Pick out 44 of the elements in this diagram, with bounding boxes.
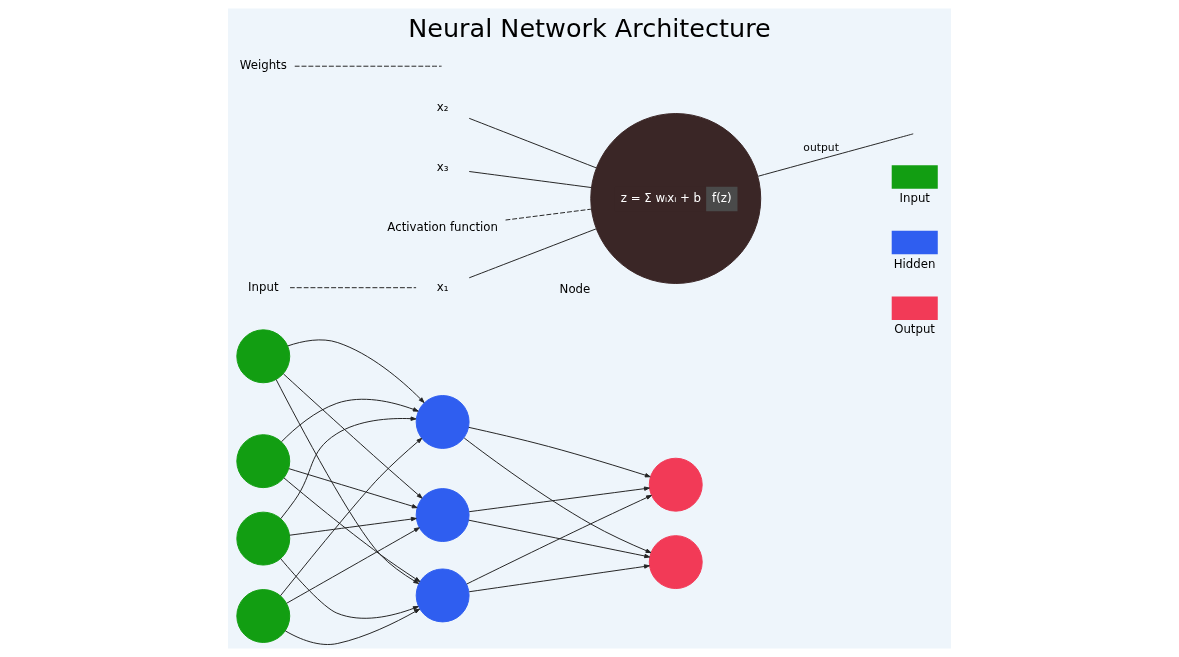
arrow xyxy=(468,486,650,513)
arrow xyxy=(289,516,417,536)
node-circle xyxy=(648,535,703,590)
node-circle xyxy=(648,457,703,512)
arrow xyxy=(284,608,421,645)
arrow xyxy=(466,494,652,585)
node-circle: z = Σ wᵢxᵢ + b f(z) xyxy=(590,113,762,284)
node-circle xyxy=(236,589,291,643)
arrow xyxy=(463,437,652,554)
connector xyxy=(468,171,592,188)
connector xyxy=(289,287,417,289)
arrow xyxy=(287,339,425,403)
node-text: x₂ xyxy=(436,100,449,115)
arrow xyxy=(281,398,419,443)
arrow xyxy=(468,519,651,559)
node-text: Weights xyxy=(239,58,287,73)
edge-label: output xyxy=(803,141,839,155)
connector xyxy=(468,228,597,279)
arrow xyxy=(283,477,421,583)
arrow xyxy=(280,558,419,619)
connector xyxy=(468,117,597,169)
arrow xyxy=(280,416,417,520)
arrow xyxy=(468,426,651,478)
connector xyxy=(505,208,592,221)
node-circle xyxy=(236,434,291,489)
arrow xyxy=(288,468,418,509)
connector xyxy=(757,133,914,177)
node-circle xyxy=(236,511,291,566)
node-text: Input xyxy=(248,279,279,294)
diagram-title: Neural Network Architecture xyxy=(408,12,771,43)
node-label: Node xyxy=(559,282,591,297)
node-circle xyxy=(236,329,291,384)
arrow xyxy=(282,373,423,499)
node-text: Activation function xyxy=(387,219,498,234)
arrow xyxy=(286,527,420,604)
connector xyxy=(294,65,443,67)
legend-label: Output xyxy=(894,322,935,337)
arrow xyxy=(275,379,420,584)
legend-label: Input xyxy=(899,191,930,206)
node-text: x₃ xyxy=(436,160,449,175)
node-text: x₁ xyxy=(436,279,449,294)
legend-label: Hidden xyxy=(893,256,936,271)
arrow xyxy=(468,564,650,593)
arrow xyxy=(280,437,423,597)
